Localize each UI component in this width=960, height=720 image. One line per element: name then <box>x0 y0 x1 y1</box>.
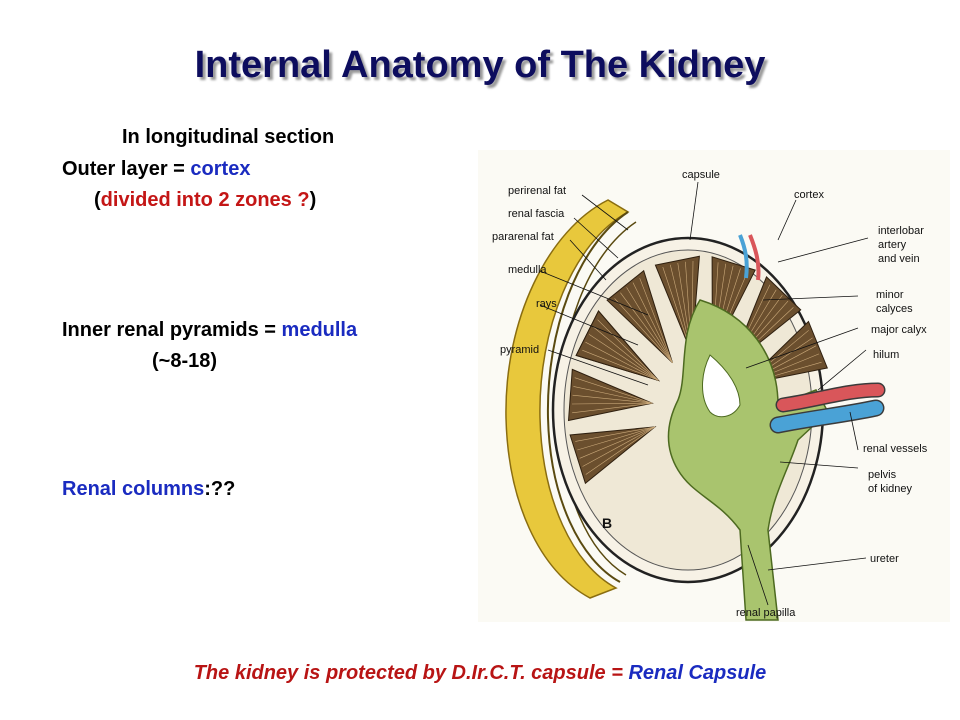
pyramid-striation <box>582 349 659 381</box>
pyramid-striation <box>577 426 655 451</box>
renal-columns-question: :?? <box>204 478 236 500</box>
pyramid-striation <box>582 426 656 467</box>
pyramid-shape <box>569 426 657 485</box>
pyramid-striation <box>572 394 653 404</box>
kidney-section-diagram: perirenal fat renal fascia pararenal fat… <box>478 150 950 622</box>
major-calyx <box>702 354 741 418</box>
label-ureter: ureter <box>870 553 899 565</box>
label-pararenal-fat: pararenal fat <box>492 231 554 243</box>
label-interlobar-3: and vein <box>878 253 920 265</box>
renal-fascia-line <box>546 211 629 583</box>
pyramid-shape <box>606 269 673 364</box>
inner-layer-prefix: Inner renal pyramids = <box>62 319 282 341</box>
zones-close: ) <box>309 189 317 211</box>
cortex-term: cortex <box>190 158 251 180</box>
label-minor-calyces-2: calyces <box>876 303 913 315</box>
interlobar-artery <box>748 234 761 281</box>
footer-prefix: The kidney is protected by D.Ir.C.T. cap… <box>193 662 629 684</box>
pyramid-striation <box>585 426 656 475</box>
pyramid-striation <box>571 402 653 405</box>
label-rays: rays <box>536 298 557 310</box>
pyramid-striation <box>579 426 656 459</box>
footer-renal-capsule: Renal Capsule <box>628 662 767 684</box>
pyramid-striation <box>632 282 673 363</box>
renal-columns-term: Renal columns <box>62 478 205 500</box>
label-interlobar-2: artery <box>878 239 907 251</box>
renal-vein <box>771 401 883 432</box>
pyramid-striation <box>575 426 655 442</box>
pyramid-striation <box>572 402 653 414</box>
label-renal-papilla: renal papilla <box>736 607 796 619</box>
pyramid-count: (~8-18) <box>152 350 218 372</box>
pararenal-fat <box>505 199 630 599</box>
label-minor-calyces-1: minor <box>876 289 904 301</box>
label-renal-vessels: renal vessels <box>863 443 928 455</box>
pyramid-striation <box>585 341 659 381</box>
renal-columns-line: Renal columns:?? <box>62 478 235 501</box>
label-interlobar-1: interlobar <box>878 225 924 237</box>
pyramid-striation <box>597 319 659 381</box>
pyramid-striation <box>574 377 653 404</box>
zones-question: divided into 2 zones ? <box>100 189 310 211</box>
pyramid-striation <box>593 326 659 381</box>
pyramid-striation <box>573 386 653 404</box>
label-perirenal-fat: perirenal fat <box>508 185 566 197</box>
figure-letter: B <box>602 515 612 531</box>
leader-lines <box>539 181 869 606</box>
label-medulla: medulla <box>508 264 547 276</box>
label-pelvis-1: pelvis <box>868 469 897 481</box>
pyramid-striation <box>639 278 673 363</box>
label-renal-fascia: renal fascia <box>508 208 565 220</box>
label-major-calyx: major calyx <box>871 324 927 336</box>
pyramid-shape <box>567 368 654 422</box>
zones-line: (divided into 2 zones ?) <box>94 189 316 212</box>
page-title: Internal Anatomy of The Kidney <box>194 44 766 86</box>
label-pelvis-2: of kidney <box>868 483 913 495</box>
renal-artery <box>777 384 884 411</box>
outer-layer-prefix: Outer layer = <box>62 158 191 180</box>
pyramid-striation <box>620 292 673 363</box>
pyramid-striation <box>614 298 673 364</box>
label-capsule: capsule <box>682 169 720 181</box>
label-cortex: cortex <box>794 189 824 201</box>
interlobar-vein <box>738 234 749 279</box>
pyramid-striation <box>626 287 673 363</box>
pyramid-striation <box>588 334 659 381</box>
section-subtitle: In longitudinal section <box>122 126 335 148</box>
medulla-term: medulla <box>281 319 358 341</box>
label-hilum: hilum <box>873 349 899 361</box>
outer-layer-line: Outer layer = cortex <box>62 158 250 181</box>
inner-layer-line: Inner renal pyramids = medulla <box>62 319 357 342</box>
zones-open: ( <box>94 189 101 211</box>
label-pyramid: pyramid <box>500 344 539 356</box>
footer-note: The kidney is protected by D.Ir.C.T. cap… <box>0 662 960 685</box>
